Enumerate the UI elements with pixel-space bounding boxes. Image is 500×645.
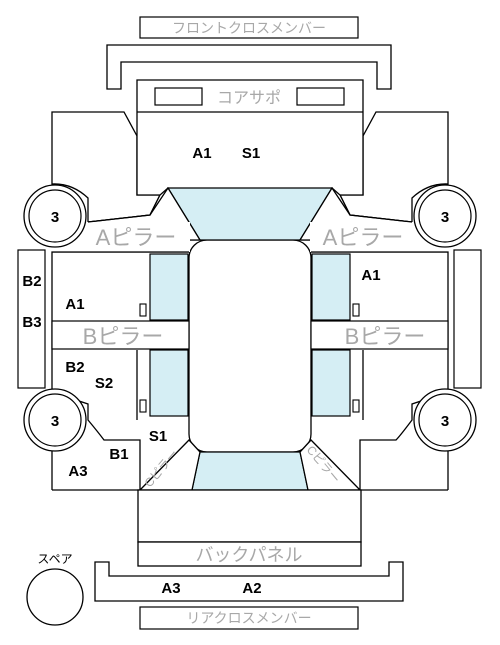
rear-left-wheel-label: 3 [51, 413, 59, 430]
trunk-lid [137, 489, 362, 543]
rear-bumper-label-a3: A3 [161, 580, 180, 597]
left-a-pillar-label: Aピラー [96, 225, 177, 250]
left-quarter-label-a3: A3 [68, 463, 87, 480]
spare-label: スペア [37, 552, 72, 566]
left-quarter-label-s1: S1 [149, 428, 167, 445]
front-left-wheel-inner [28, 189, 82, 243]
core-support-right-slot [296, 87, 345, 106]
hood-label-s1: S1 [242, 145, 260, 162]
right-front-window [311, 253, 351, 321]
front-left-wheel-label: 3 [51, 209, 59, 226]
left-sill-label-b3: B3 [22, 314, 41, 331]
rear-right-wheel-inner [418, 393, 472, 447]
left-rear-door-label-s2: S2 [95, 375, 113, 392]
spare-tire [26, 568, 84, 626]
back-panel-label: バックパネル [195, 545, 302, 565]
left-front-window [149, 253, 189, 321]
left-side-sill [17, 249, 46, 389]
core-support-left-slot [154, 87, 203, 106]
front-right-wheel-label: 3 [441, 209, 449, 226]
left-quarter-label-b1: B1 [109, 446, 128, 463]
rear-bumper-label-a2: A2 [242, 580, 261, 597]
left-front-door-label-a1: A1 [65, 296, 84, 313]
rear-left-wheel-inner [28, 393, 82, 447]
front-right-wheel-inner [418, 189, 472, 243]
front-cross-member-label: フロントクロスメンバー [172, 20, 326, 36]
front-cross-member-box [139, 16, 359, 39]
right-rear-window [311, 349, 351, 417]
left-b-pillar [51, 320, 190, 350]
left-b-pillar-label: Bピラー [83, 324, 164, 349]
right-front-door-label-a1: A1 [361, 267, 380, 284]
right-b-pillar [310, 320, 449, 350]
right-rear-handle [352, 399, 360, 413]
right-a-pillar-label: Aピラー [323, 225, 404, 250]
left-front-handle [139, 303, 147, 317]
right-front-handle [352, 303, 360, 317]
hood-label-a1: A1 [192, 145, 211, 162]
front-bumper [106, 44, 392, 90]
right-side-sill [453, 249, 482, 389]
core-support-label: コアサポ [217, 89, 281, 107]
left-rear-door-label-b2: B2 [65, 359, 84, 376]
right-b-pillar-label: Bピラー [345, 324, 426, 349]
left-rear-handle [139, 399, 147, 413]
rear-window [191, 451, 309, 491]
back-panel [137, 541, 362, 567]
rear-cross-member-box [139, 606, 359, 630]
left-sill-label-b2: B2 [22, 273, 41, 290]
cabin-interior [188, 239, 312, 453]
rear-bumper [94, 561, 404, 602]
rear-cross-member-label: リアクロスメンバー [186, 610, 311, 626]
left-rear-window [149, 349, 189, 417]
rear-right-wheel-label: 3 [441, 413, 449, 430]
